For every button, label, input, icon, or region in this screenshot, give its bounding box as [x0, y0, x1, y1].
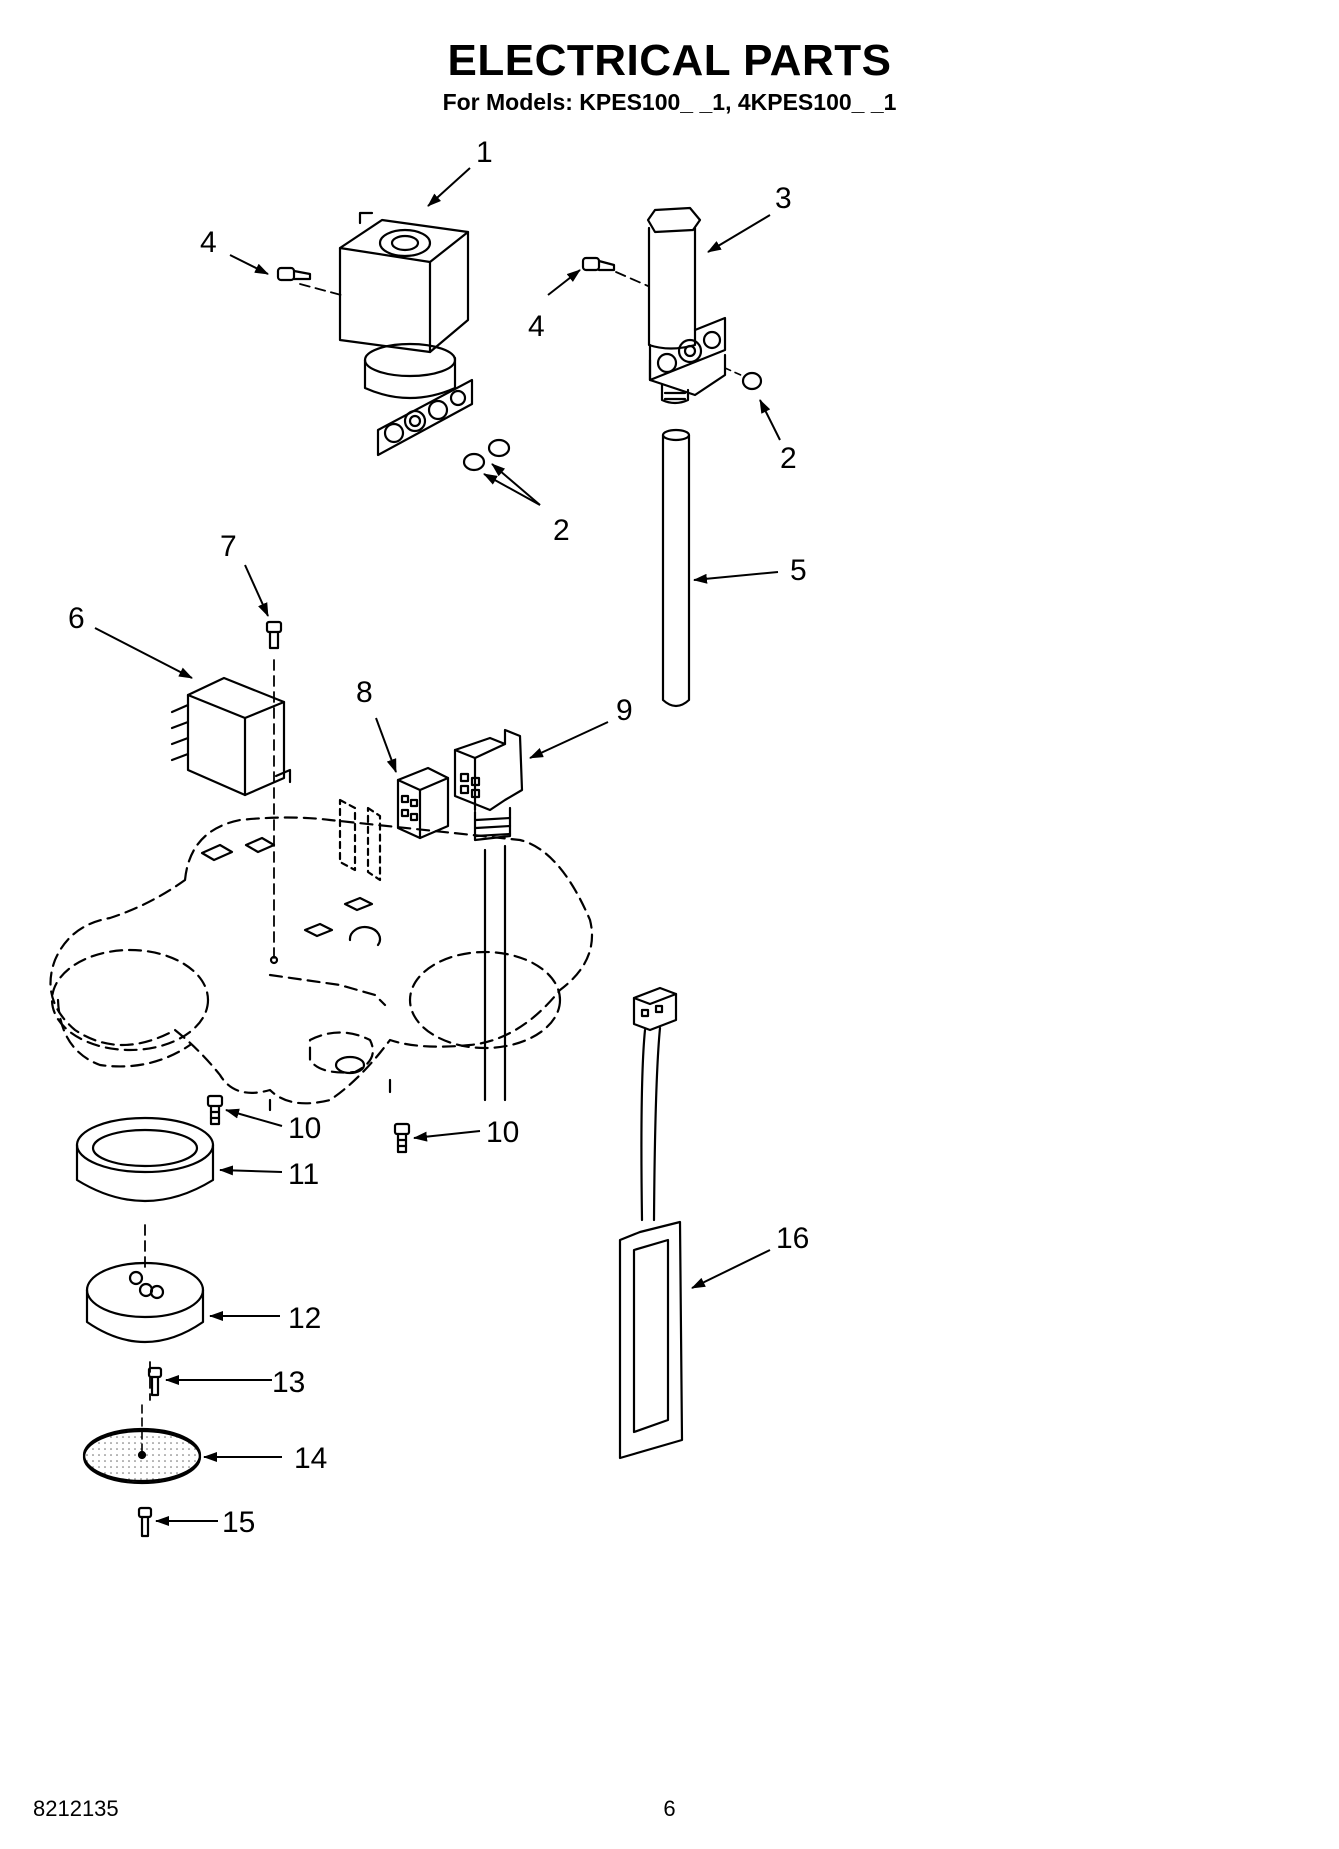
relay-screw [265, 620, 283, 961]
relay [170, 676, 292, 797]
connector-harness [453, 728, 524, 1102]
thermal-sensor-housing [646, 206, 763, 405]
callout-4-left: 4 [200, 226, 217, 259]
callout-9: 9 [616, 694, 633, 727]
callout-6: 6 [68, 602, 85, 635]
callout-8: 8 [356, 676, 373, 709]
callout-15: 15 [222, 1506, 255, 1539]
solenoid-valve [299, 211, 511, 472]
document-number: 8212135 [33, 1796, 119, 1821]
screw-15 [137, 1506, 153, 1538]
cover-disc [82, 1404, 202, 1485]
screw-left [276, 266, 312, 282]
base-plate [49, 816, 594, 1112]
callout-7: 7 [220, 530, 237, 563]
callout-11: 11 [288, 1158, 319, 1191]
callout-3: 3 [775, 182, 792, 215]
screw-10-right [393, 1122, 411, 1154]
screw-13 [147, 1366, 163, 1397]
callout-10-right: 10 [486, 1116, 519, 1149]
callout-2-right: 2 [780, 442, 797, 475]
screw-10-left [206, 1094, 224, 1126]
page-title: ELECTRICAL PARTS [447, 36, 892, 85]
callout-2-left: 2 [553, 514, 570, 547]
sensor-puck [85, 1261, 205, 1401]
heater-element [618, 986, 684, 1460]
callout-1: 1 [476, 136, 493, 169]
ring-seal [75, 1116, 215, 1271]
model-subtitle: For Models: KPES100_ _1, 4KPES100_ _1 [442, 89, 897, 115]
base-plate-details [200, 798, 382, 1075]
callout-16: 16 [776, 1222, 809, 1255]
callout-leaders [94, 167, 781, 1526]
callout-5: 5 [790, 554, 807, 587]
callout-14: 14 [294, 1442, 327, 1475]
callout-10-left: 10 [288, 1112, 321, 1145]
page-number: 6 [663, 1796, 676, 1821]
callout-12: 12 [288, 1302, 321, 1335]
callout-4-right: 4 [528, 310, 545, 343]
screw-right [581, 256, 649, 287]
tube [661, 428, 691, 708]
callout-13: 13 [272, 1366, 305, 1399]
